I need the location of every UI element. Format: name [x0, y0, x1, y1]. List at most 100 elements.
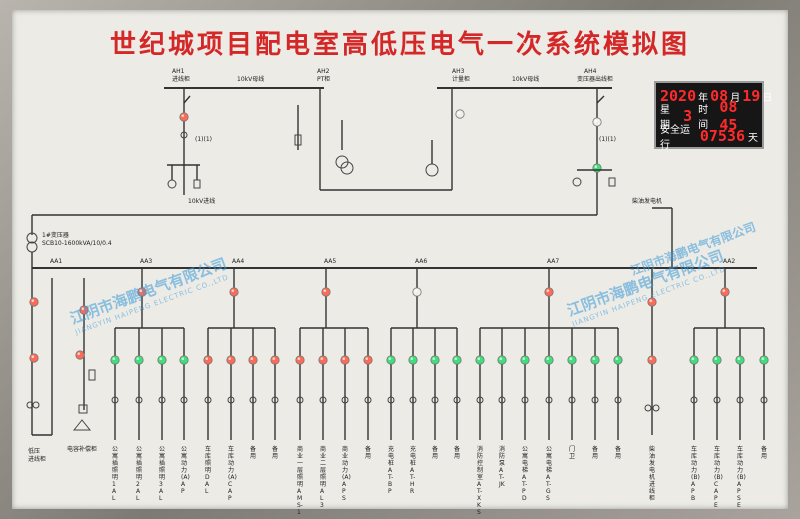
lv-feeder-label-16: 消防控制室 AT-XKS	[477, 446, 484, 516]
lv-feeder-17-ct	[498, 396, 506, 404]
lv-feeder-6-led-glint	[250, 357, 254, 361]
lv-capacitor-fuse	[88, 369, 96, 381]
hv-ah1-status-led-glint	[181, 114, 185, 117]
lv-group-4-breaker-led-glint	[546, 289, 550, 293]
lv-incomer-led-1	[29, 297, 39, 307]
lv-feeder-9-led	[318, 355, 328, 365]
lv-feeder-13-led	[408, 355, 418, 365]
lv-feeder-label-7: 备用	[272, 446, 279, 460]
hv-ah4-status-led	[592, 163, 602, 173]
lv-feeder-14-led-glint	[432, 357, 436, 361]
lv-feeder-label-26: 车库动力(B) APSE	[737, 446, 746, 509]
single-line-diagram	[26, 87, 769, 440]
lv-feeder-16-led	[475, 355, 485, 365]
lv-feeder-15-led	[452, 355, 462, 365]
lv-feeder-21-led	[590, 355, 600, 365]
hv-bus-left-name: 10kV母线	[237, 76, 265, 83]
lv-aa2-feeder-3-led-glint	[761, 357, 765, 361]
hv-ah1-meter	[167, 179, 177, 189]
lv-feeder-16-ct	[476, 396, 484, 404]
mimic-board: 世纪城项目配电室高低压电气一次系统模拟图 2020 年 08 月 19 日 星期…	[12, 10, 788, 516]
lv-feeder-22-led-glint	[615, 357, 619, 361]
lv-capacitor-bank	[72, 419, 92, 431]
lv-feeder-3-led-glint	[181, 357, 185, 361]
transformer-label: 1#变压器	[42, 232, 69, 239]
lv-feeder-label-18: 公寓电梯 AT-PD	[522, 446, 529, 502]
lv-feeder-label-5: 车库动力(A) CAP	[228, 446, 237, 502]
lv-bus-label-aa4: AA4	[232, 258, 245, 265]
lv-feeder-label-3: 公寓动力(A) AP	[181, 446, 190, 495]
lv-feeder-label-9: 商业二层照明 AL3	[320, 446, 327, 509]
lv-capacitor-led-2-glint	[77, 352, 81, 356]
hv-cab-4-name: 变压器出线柜	[577, 76, 614, 83]
lv-aa2-breaker-led-glint	[722, 289, 726, 293]
clock-time-row: 星期 3 时间 08 45	[660, 98, 758, 134]
lv-feeder-0-led-glint	[112, 357, 116, 361]
lv-feeder-17-led-glint	[499, 357, 503, 361]
lv-feeder-label-13: 充电桩 AT-HR	[410, 446, 417, 495]
lv-feeder-0-led	[110, 355, 120, 365]
hv-ah4-ct-icon	[592, 117, 602, 127]
lv-feeder-22-ct	[614, 396, 622, 404]
hv-incoming-label: 10kV进线	[188, 198, 216, 205]
lv-capacitor-box	[78, 404, 88, 414]
clock-safe-value: 07536	[699, 127, 745, 145]
lv-feeder-label-8: 商业一层照明 AMS-1	[297, 446, 304, 516]
lv-feeder-14-ct	[431, 396, 439, 404]
lv-feeder-7-led-glint	[272, 357, 276, 361]
lv-feeder-1-led	[134, 355, 144, 365]
lv-capacitor-led-1-glint	[81, 307, 85, 311]
lv-feeder-1-ct	[135, 396, 143, 404]
lv-feeder-label-11: 备用	[365, 446, 372, 460]
lv-feeder-label-17: 消防泵 AT-JK	[499, 446, 506, 488]
transformer-hv-coil	[26, 232, 38, 244]
lv-aa2-feeder-1-led-glint	[714, 357, 718, 361]
lv-incomer-led-1-glint	[31, 299, 35, 303]
lv-incomer-label-1: 低压	[28, 448, 41, 455]
hv-cab-1-name: 进线柜	[172, 76, 191, 83]
clock-safe-row: 安全运行 07536 天	[660, 125, 758, 151]
lv-feeder-7-led	[270, 355, 280, 365]
lv-feeder-12-ct	[387, 396, 395, 404]
clock-day: 19	[742, 87, 761, 105]
lv-feeder-11-led	[363, 355, 373, 365]
lv-feeder-10-led	[340, 355, 350, 365]
lv-feeder-label-4: 车库照明 DAL	[205, 446, 212, 495]
lv-feeder-2-led-glint	[159, 357, 163, 361]
lv-group-4-breaker-led	[544, 287, 554, 297]
clock-safe-unit: 天	[748, 132, 758, 144]
lv-capacitor-led-2	[75, 350, 85, 360]
hv-ah3-meter	[425, 163, 439, 177]
lv-incomer-label-2: 进线柜	[28, 456, 47, 463]
lv-feeder-18-ct	[521, 396, 529, 404]
lv-feeder-19-led-glint	[546, 357, 550, 361]
clock-date-row: 2020 年 08 月 19 日	[660, 86, 772, 106]
clock-month-unit: 月	[730, 92, 741, 104]
hv-ah1-ct	[180, 131, 188, 139]
lv-feeder-16-led-glint	[477, 357, 481, 361]
lv-feeder-9-ct	[319, 396, 327, 404]
hv-pt-coil-2	[340, 161, 354, 175]
lv-feeder-7-ct	[271, 396, 279, 404]
lv-feeder-18-led-glint	[522, 357, 526, 361]
hv-ct-right-label: (1)(1)	[599, 136, 616, 143]
lv-feeder-20-led-glint	[569, 357, 573, 361]
lv-feeder-0-ct	[111, 396, 119, 404]
lv-feeder-label-1: 公寓插照明 2AL	[136, 446, 143, 502]
lv-feeder-10-led-glint	[342, 357, 346, 361]
lv-feeder-8-led-glint	[297, 357, 301, 361]
lv-feeder-label-25: 车库动力(B) CAPE	[714, 446, 723, 509]
lv-feeder-label-6: 备用	[250, 446, 257, 460]
lv-feeder-12-led-glint	[388, 357, 392, 361]
lv-aa2-feeder-1-ct	[713, 396, 721, 404]
gen-incomer-led-1-glint	[649, 299, 653, 303]
hv-ah4-fuse	[608, 177, 616, 187]
lv-bus-label-aa6: AA6	[415, 258, 428, 265]
lv-bus-label-aa2: AA2	[723, 258, 736, 265]
lv-group-1-breaker-led	[229, 287, 239, 297]
lv-incomer-led-2	[29, 353, 39, 363]
lv-feeder-19-led	[544, 355, 554, 365]
hv-bus-right-name: 10kV母线	[512, 76, 540, 83]
hv-ah1-fuse	[193, 179, 201, 189]
